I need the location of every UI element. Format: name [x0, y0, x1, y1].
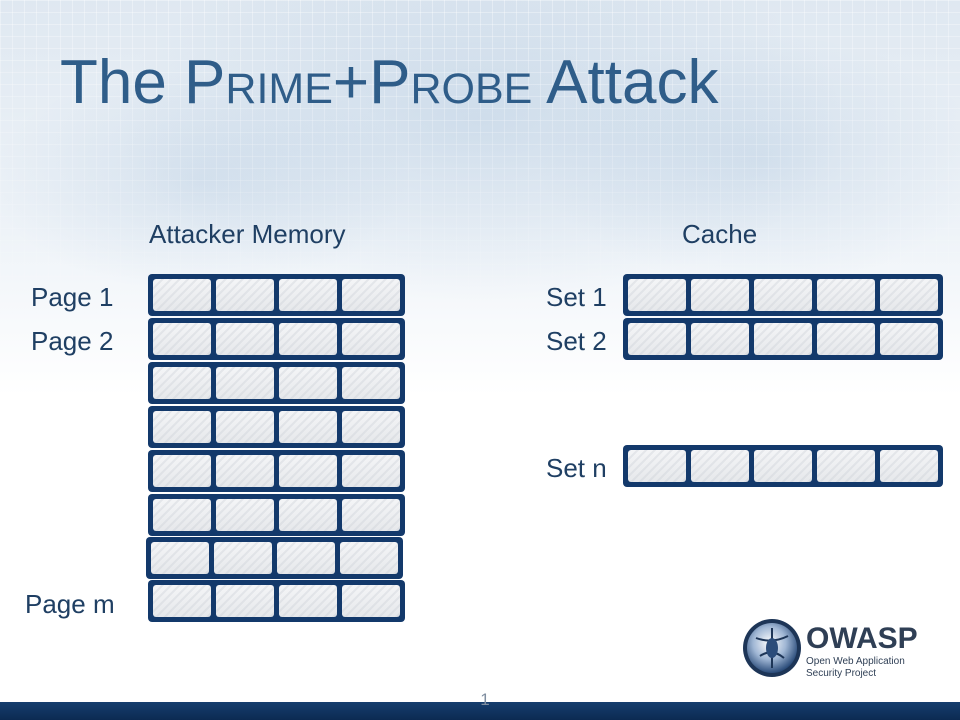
memory-line — [153, 455, 211, 487]
svg-text:Security Project: Security Project — [806, 668, 876, 679]
owasp-logo: OWASP Open Web Application Security Proj… — [742, 614, 942, 684]
footer-bar — [0, 702, 960, 720]
cache-line — [754, 279, 812, 311]
memory-line — [342, 585, 400, 617]
memory-line — [151, 542, 209, 574]
memory-line — [216, 455, 274, 487]
cache-line — [754, 323, 812, 355]
memory-line — [279, 367, 337, 399]
memory-line — [342, 367, 400, 399]
set-n-label: Set n — [546, 453, 607, 483]
page-m-label: Page m — [25, 589, 115, 619]
memory-page-row — [146, 537, 403, 579]
cache-line — [691, 323, 749, 355]
memory-page-row — [148, 406, 405, 448]
cache-set-row — [623, 274, 943, 316]
memory-line — [153, 279, 211, 311]
page-2-label: Page 2 — [31, 326, 114, 356]
memory-line — [216, 323, 274, 355]
page-number: 1 — [480, 690, 490, 709]
svg-text:OWASP: OWASP — [806, 622, 918, 655]
memory-line — [279, 499, 337, 531]
memory-line — [216, 411, 274, 443]
attacker-memory-heading: Attacker Memory — [149, 219, 346, 249]
memory-line — [153, 585, 211, 617]
cache-set-row — [623, 445, 943, 487]
cache-line — [628, 279, 686, 311]
memory-line — [153, 367, 211, 399]
memory-line — [342, 411, 400, 443]
set-2-label: Set 2 — [546, 326, 607, 356]
memory-line — [279, 279, 337, 311]
memory-line — [279, 585, 337, 617]
memory-line — [279, 411, 337, 443]
memory-line — [342, 455, 400, 487]
memory-page-row — [148, 274, 405, 316]
memory-line — [216, 367, 274, 399]
memory-line — [342, 499, 400, 531]
memory-line — [214, 542, 272, 574]
memory-line — [279, 455, 337, 487]
memory-line — [153, 499, 211, 531]
memory-page-row — [148, 580, 405, 622]
page-1-label: Page 1 — [31, 282, 114, 312]
cache-line — [754, 450, 812, 482]
cache-heading: Cache — [682, 219, 758, 249]
cache-line — [628, 450, 686, 482]
cache-line — [880, 450, 938, 482]
memory-line — [216, 499, 274, 531]
cache-line — [817, 279, 875, 311]
cache-line — [880, 323, 938, 355]
memory-page-row — [148, 318, 405, 360]
memory-line — [277, 542, 335, 574]
cache-line — [817, 323, 875, 355]
slide-title: The Prime+Probe Attack — [60, 48, 719, 117]
memory-line — [342, 323, 400, 355]
memory-line — [153, 411, 211, 443]
cache-line — [691, 279, 749, 311]
svg-text:Open Web Application: Open Web Application — [806, 656, 905, 667]
memory-line — [153, 323, 211, 355]
memory-line — [340, 542, 398, 574]
memory-line — [342, 279, 400, 311]
cache-line — [691, 450, 749, 482]
owasp-wasp-emblem-icon: OWASP Open Web Application Security Proj… — [743, 619, 918, 679]
set-1-label: Set 1 — [546, 282, 607, 312]
memory-line — [216, 279, 274, 311]
cache-line — [628, 323, 686, 355]
cache-line — [880, 279, 938, 311]
memory-line — [216, 585, 274, 617]
cache-set-row — [623, 318, 943, 360]
memory-page-row — [148, 450, 405, 492]
cache-line — [817, 450, 875, 482]
memory-page-row — [148, 362, 405, 404]
memory-page-row — [148, 494, 405, 536]
memory-line — [279, 323, 337, 355]
